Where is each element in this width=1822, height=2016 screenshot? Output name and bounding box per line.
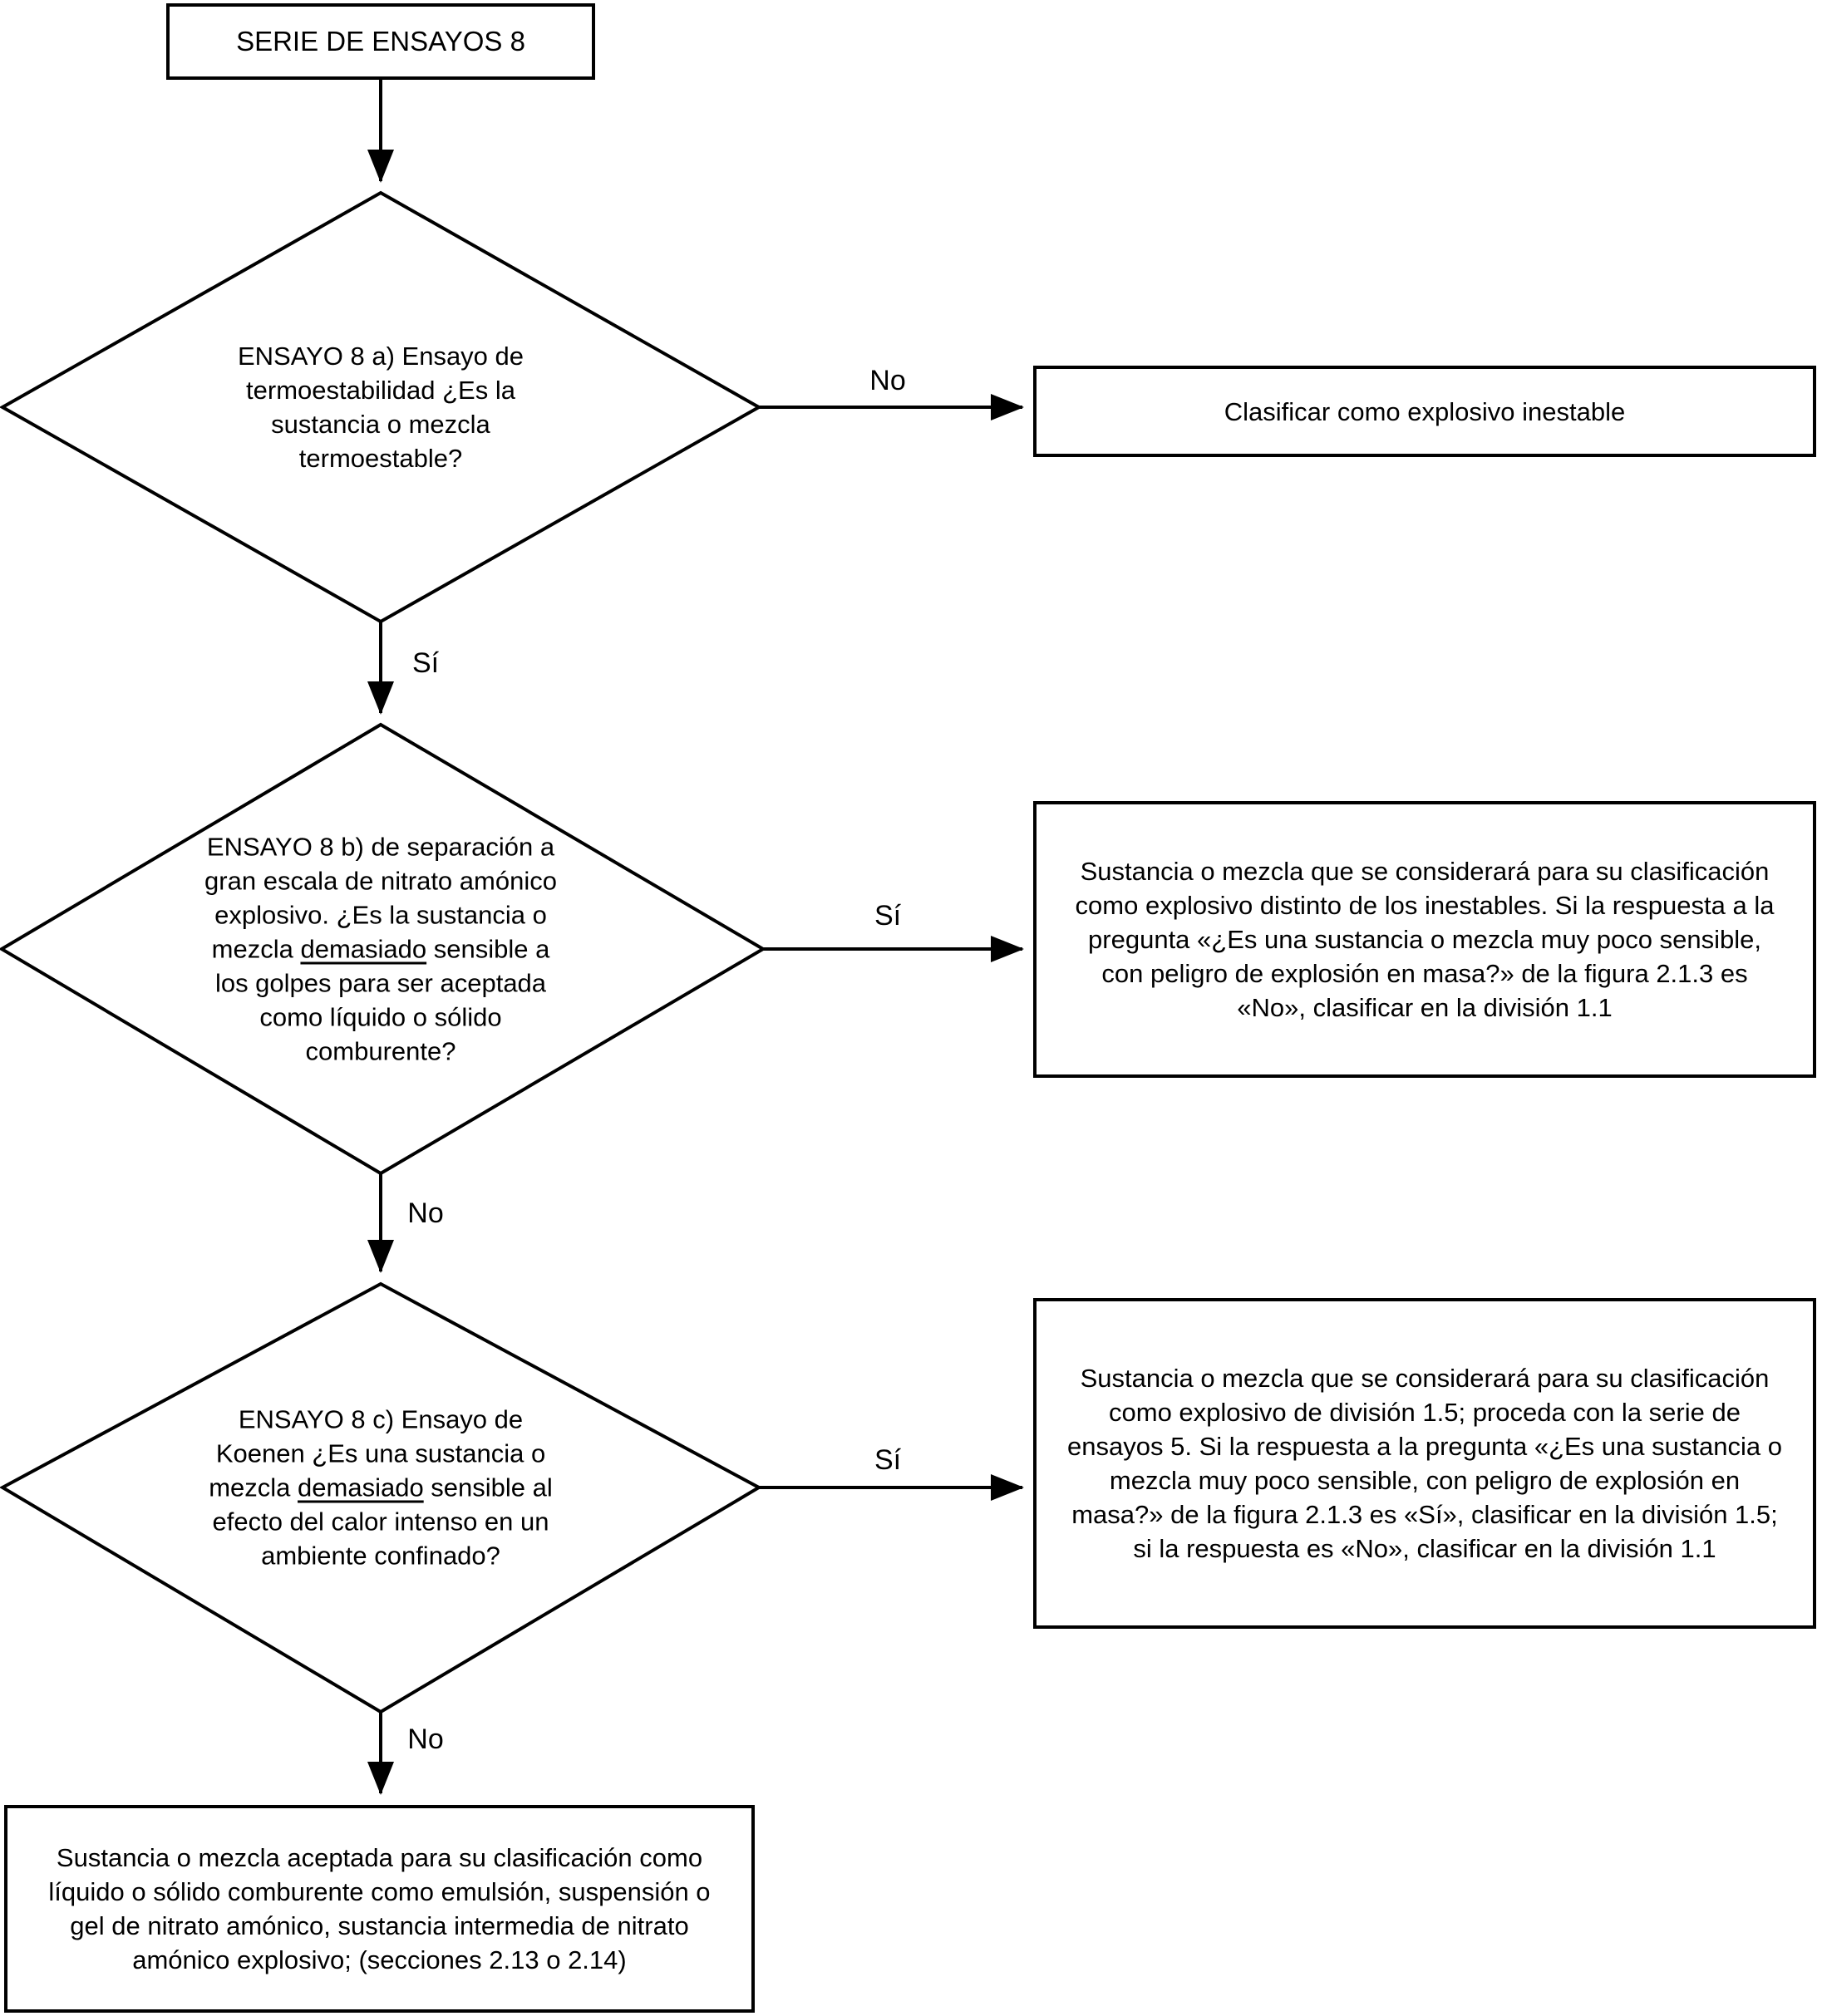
result-division-1-5-text: Sustancia o mezcla que se considerará pa… [1067,1364,1782,1563]
result-division-1-1-text: Sustancia o mezcla que se considerará pa… [1075,857,1775,1022]
result-unstable-explosive-text: Clasificar como explosivo inestable [1224,396,1626,426]
result-division-1-1-box: Sustancia o mezcla que se considerará pa… [1033,801,1816,1078]
edge-label-8b-no: No [404,1197,447,1229]
decision-8b-underlined-word: demasiado [300,934,427,964]
edge-label-8c-si: Sí [870,1444,905,1476]
result-accepted-oxidizer-text: Sustancia o mezcla aceptada para su clas… [48,1843,711,1974]
result-accepted-oxidizer-box: Sustancia o mezcla aceptada para su clas… [4,1805,755,2013]
result-unstable-explosive-box: Clasificar como explosivo inestable [1033,366,1816,457]
decision-8b-text-pre: ENSAYO 8 b) de separación a gran escala … [204,832,557,964]
decision-8c-underlined-word: demasiado [298,1473,424,1502]
edge-label-8b-si: Sí [870,900,905,932]
edge-label-8a-no: No [866,365,909,396]
decision-8b-text-post: sensible a los golpes para ser aceptada … [214,934,550,1066]
start-node-label: SERIE DE ENSAYOS 8 [236,26,525,57]
start-node-box: SERIE DE ENSAYOS 8 [166,3,595,80]
edge-label-8c-no: No [404,1723,447,1755]
decision-8b-text: ENSAYO 8 b) de separación a gran escala … [204,830,557,1069]
result-division-1-5-box: Sustancia o mezcla que se considerará pa… [1033,1298,1816,1629]
decision-8c-text: ENSAYO 8 c) Ensayo de Koenen ¿Es una sus… [209,1403,553,1573]
edge-label-8a-si: Sí [408,647,443,679]
decision-8c-text-post: sensible al efecto del calor intenso en … [212,1473,553,1571]
decision-8a-text: ENSAYO 8 a) Ensayo de termoestabilidad ¿… [237,342,524,473]
decision-8c-text-pre: ENSAYO 8 c) Ensayo de Koenen ¿Es una sus… [209,1404,546,1502]
